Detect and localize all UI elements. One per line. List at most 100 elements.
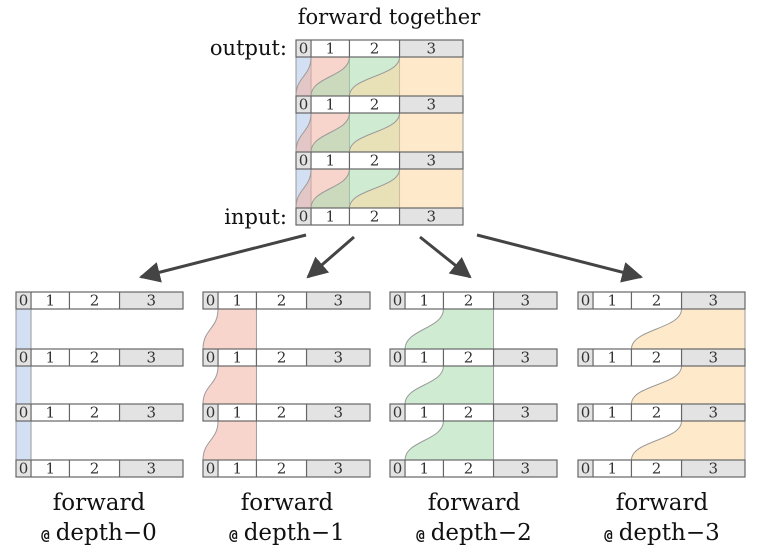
panel-1-row-2-label-3: 3 <box>333 349 343 367</box>
panel-0-row-1-cell-1 <box>31 404 70 421</box>
panel-0-depth-caption: @ depth−0 <box>41 520 156 546</box>
panel-0-row-1-cell-3 <box>119 404 183 421</box>
panel-0-row-0-frame <box>15 459 184 478</box>
panel-3-depth-label: depth−3 <box>619 520 720 546</box>
panel-3-row-2-cell-0 <box>578 349 594 366</box>
panel-1-row-2-label-2: 2 <box>277 349 287 367</box>
panel-1-row-2-cell-3 <box>306 349 370 366</box>
panel-3-row-0-label-1: 1 <box>607 460 617 478</box>
panel-1-row-0-label-3: 3 <box>333 460 343 478</box>
top-row-2-frame <box>295 95 464 114</box>
panel-1-row-0-label-2: 2 <box>277 460 287 478</box>
panel-1-row-3-cell-0 <box>203 292 219 309</box>
panel-3-flow-d3-layer1 <box>630 365 746 405</box>
top-row-3-cell-3 <box>399 40 463 57</box>
panel-2-row-0-cell-1 <box>405 460 444 477</box>
panel-2-row-2-cell-2 <box>443 349 494 366</box>
panel-2-at-symbol: @ <box>416 528 424 544</box>
panel-1-row-1-label-2: 2 <box>277 404 287 422</box>
panel-2-row-3-label-2: 2 <box>464 292 474 310</box>
panel-2-flow-d2-layer1 <box>404 365 495 405</box>
panel-0-row-1-label-2: 2 <box>90 404 100 422</box>
panel-2-row-2-label-3: 3 <box>520 349 530 367</box>
panel-2-row-2-label-1: 1 <box>419 349 429 367</box>
panel-3-row-2-cell-2 <box>631 349 682 366</box>
panel-3-row-3-cell-3 <box>681 292 745 309</box>
panel-2-row-0-cell-0 <box>390 460 406 477</box>
top-row-2-cell-3 <box>399 96 463 113</box>
panel-3-row-0-label-2: 2 <box>652 460 662 478</box>
panel-0-row-1-cell-2 <box>69 404 120 421</box>
top-row-3-label-3: 3 <box>426 40 436 58</box>
panel-2-row-2-cell-1 <box>405 349 444 366</box>
top-row-1-label-0: 0 <box>299 152 309 170</box>
panel-0-row-2-label-0: 0 <box>19 349 29 367</box>
panel-2-depth-label: depth−2 <box>431 520 532 546</box>
panel-2-row-2-label-0: 0 <box>393 349 403 367</box>
top-row-2-label-0: 0 <box>299 96 309 114</box>
panel-0-row-2-cell-1 <box>31 349 70 366</box>
panel-2-row-1-frame <box>389 403 558 422</box>
top-flow-bands <box>295 56 464 209</box>
panel-0-row-3-label-0: 0 <box>19 292 29 310</box>
panel-3-row-2-cell-3 <box>681 349 745 366</box>
panel-0-row-2-label-3: 3 <box>146 349 156 367</box>
panel-0-row-1-cell-0 <box>16 404 32 421</box>
panel-2-row-0-cell-3 <box>493 460 557 477</box>
panel-0-flow-d0-layer1 <box>15 365 32 405</box>
panel-0-forward: forward <box>53 490 146 516</box>
panel-2-row-1-label-2: 2 <box>464 404 474 422</box>
panel-3-row-0-label-3: 3 <box>708 460 718 478</box>
panel-2-row-0-label-3: 3 <box>520 460 530 478</box>
panel-1-row-2-cell-0 <box>203 349 219 366</box>
panel-2-row-3-label-1: 1 <box>419 292 429 310</box>
panel-3-row-1-cell-1 <box>593 404 632 421</box>
panel-2-row-3-label-0: 0 <box>393 292 403 310</box>
panel-2-row-1-label-0: 0 <box>393 404 403 422</box>
top-row-3-frame <box>295 39 464 58</box>
panel-3-row-2-cell-1 <box>593 349 632 366</box>
top-row-0-label-1: 1 <box>325 208 335 226</box>
top-row-2-label-3: 3 <box>426 96 436 114</box>
panel-2-row-3-label-3: 3 <box>520 292 530 310</box>
panel-0-row-0-cell-1 <box>31 460 70 477</box>
panel-0-depth-label: depth−0 <box>56 520 157 546</box>
panel-0-row-0-label-1: 1 <box>45 460 55 478</box>
diagram-title: forward together <box>298 5 481 29</box>
top-row-0-frame <box>295 207 464 226</box>
panel-0-row-3-label-3: 3 <box>146 292 156 310</box>
panel-0-row-0-cell-3 <box>119 460 183 477</box>
panel-3-forward: forward <box>616 490 709 516</box>
panel-2-row-1-cell-3 <box>493 404 557 421</box>
panel-3-row-3-cell-2 <box>631 292 682 309</box>
panel-2-row-1-cell-2 <box>443 404 494 421</box>
panel-1-row-1-cell-0 <box>203 404 219 421</box>
panel-2-forward: forward <box>428 490 521 516</box>
panel-0-row-2-cell-2 <box>69 349 120 366</box>
panel-2-depth-caption: @ depth−2 <box>416 520 531 546</box>
panel-1-row-3-cell-3 <box>306 292 370 309</box>
panel-1-row-1-label-3: 3 <box>333 404 343 422</box>
panel-2-row-2-cell-3 <box>493 349 557 366</box>
panel-2-row-0-cell-2 <box>443 460 494 477</box>
panel-0-row-3-cell-2 <box>69 292 120 309</box>
panel-3-row-1-label-1: 1 <box>607 404 617 422</box>
panel-0-flow-d0-layer0 <box>15 420 32 461</box>
panel-1-row-1-cell-3 <box>306 404 370 421</box>
panel-1-row-3-label-0: 0 <box>206 292 216 310</box>
top-row-0-label-2: 2 <box>370 208 380 226</box>
panel-0-row-0-cell-0 <box>16 460 32 477</box>
panel-0-at-symbol: @ <box>41 528 49 544</box>
top-row-2-cell-2 <box>349 96 400 113</box>
panel-0-row-0-cell-2 <box>69 460 120 477</box>
panel-3-row-0-cell-0 <box>578 460 594 477</box>
panel-2-row-3-cell-2 <box>443 292 494 309</box>
panel-1-row-0-label-1: 1 <box>232 460 242 478</box>
panel-0-row-2-label-2: 2 <box>90 349 100 367</box>
panel-3-row-2-label-2: 2 <box>652 349 662 367</box>
